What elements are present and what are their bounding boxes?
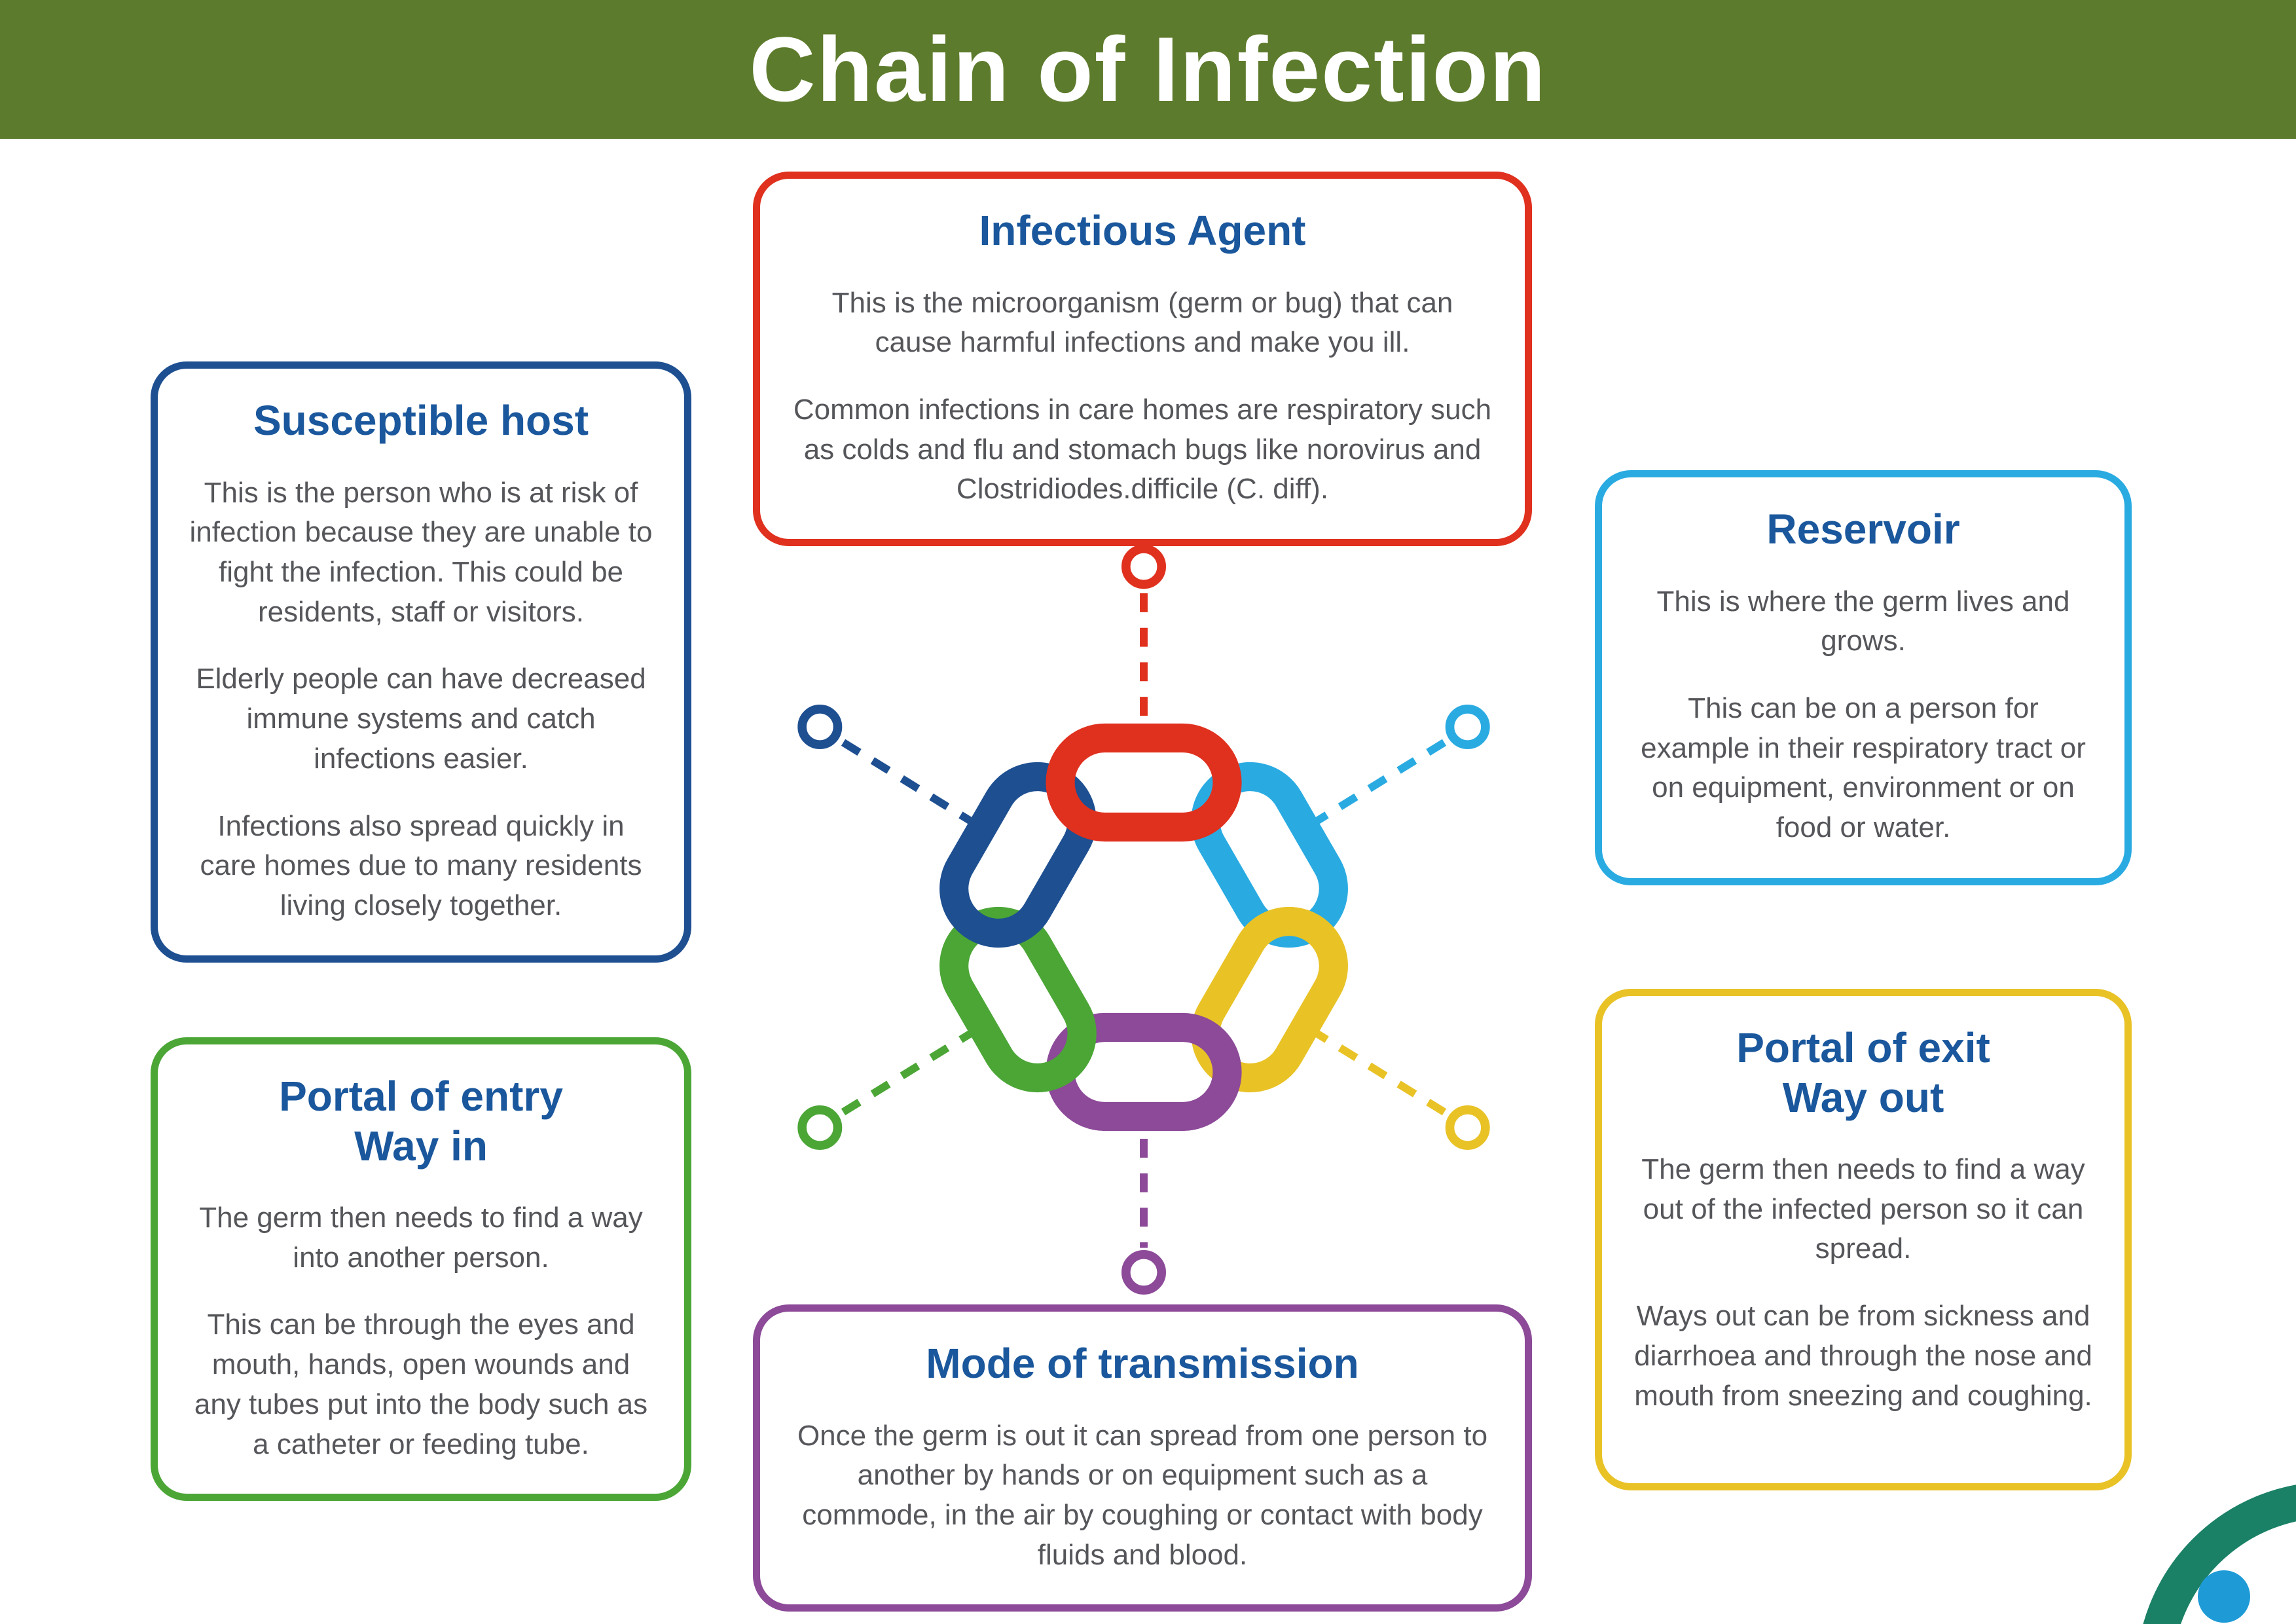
portal-of-entry-title-line2: Way in xyxy=(354,1122,488,1170)
susceptible-host-card: Susceptible host This is the person who … xyxy=(151,361,691,963)
connector-endpoint-dark-blue xyxy=(797,705,843,749)
connector-endpoint-red xyxy=(1121,544,1166,589)
connector-yellow xyxy=(1308,1026,1447,1116)
reservoir-card: Reservoir This is where the germ lives a… xyxy=(1595,470,2132,885)
susceptible-host-paragraph-2: Elderly people can have decreased immune… xyxy=(196,663,646,775)
reservoir-title: Reservoir xyxy=(1766,506,1960,553)
logo-dot xyxy=(2198,1570,2250,1623)
infectious-agent-title: Infectious Agent xyxy=(979,207,1306,254)
infectious-agent-card: Infectious Agent This is the microorgani… xyxy=(753,172,1532,547)
connector-endpoint-green xyxy=(797,1105,843,1150)
infectious-agent-paragraph-2: Common infections in care homes are resp… xyxy=(793,393,1492,506)
connector-endpoint-yellow xyxy=(1445,1105,1490,1150)
mode-of-transmission-title: Mode of transmission xyxy=(926,1340,1359,1387)
susceptible-host-paragraph-3: Infections also spread quickly in care h… xyxy=(200,809,642,921)
portal-of-entry-paragraph-1: The germ then needs to find a way into a… xyxy=(199,1202,643,1274)
connector-endpoint-purple xyxy=(1121,1250,1166,1295)
chain-link-red xyxy=(1046,723,1242,842)
reservoir-paragraph-2: This can be on a person for example in t… xyxy=(1641,692,2086,844)
mode-of-transmission-paragraph-1: Once the germ is out it can spread from … xyxy=(797,1419,1488,1571)
susceptible-host-title: Susceptible host xyxy=(253,397,589,444)
connector-green xyxy=(841,1026,979,1116)
connector-light-blue xyxy=(1308,739,1447,828)
logo-mark xyxy=(2021,1375,2296,1624)
title-banner: Chain of Infection xyxy=(0,0,2296,139)
chain-of-infection-diagram xyxy=(765,526,1522,1328)
portal-of-exit-title-line2: Way out xyxy=(1782,1073,1944,1121)
mode-of-transmission-card: Mode of transmission Once the germ is ou… xyxy=(753,1304,1532,1612)
portal-of-exit-paragraph-2: Ways out can be from sickness and diarrh… xyxy=(1634,1300,2092,1412)
portal-of-exit-paragraph-1: The germ then needs to find a way out of… xyxy=(1641,1153,2085,1265)
portal-of-entry-title-line1: Portal of entry xyxy=(279,1073,563,1120)
infectious-agent-paragraph-1: This is the microorganism (germ or bug) … xyxy=(831,286,1453,359)
portal-of-exit-title-line1: Portal of exit xyxy=(1736,1024,1990,1071)
connector-endpoint-light-blue xyxy=(1445,705,1490,749)
logo-svg xyxy=(2143,1485,2296,1624)
susceptible-host-paragraph-1: This is the person who is at risk of inf… xyxy=(189,476,653,628)
connector-dark-blue xyxy=(841,739,979,828)
reservoir-paragraph-1: This is where the germ lives and grows. xyxy=(1656,585,2070,657)
portal-of-entry-paragraph-2: This can be through the eyes and mouth, … xyxy=(194,1308,648,1460)
page-title: Chain of Infection xyxy=(749,18,1547,120)
chain-diagram-svg xyxy=(797,544,1490,1295)
